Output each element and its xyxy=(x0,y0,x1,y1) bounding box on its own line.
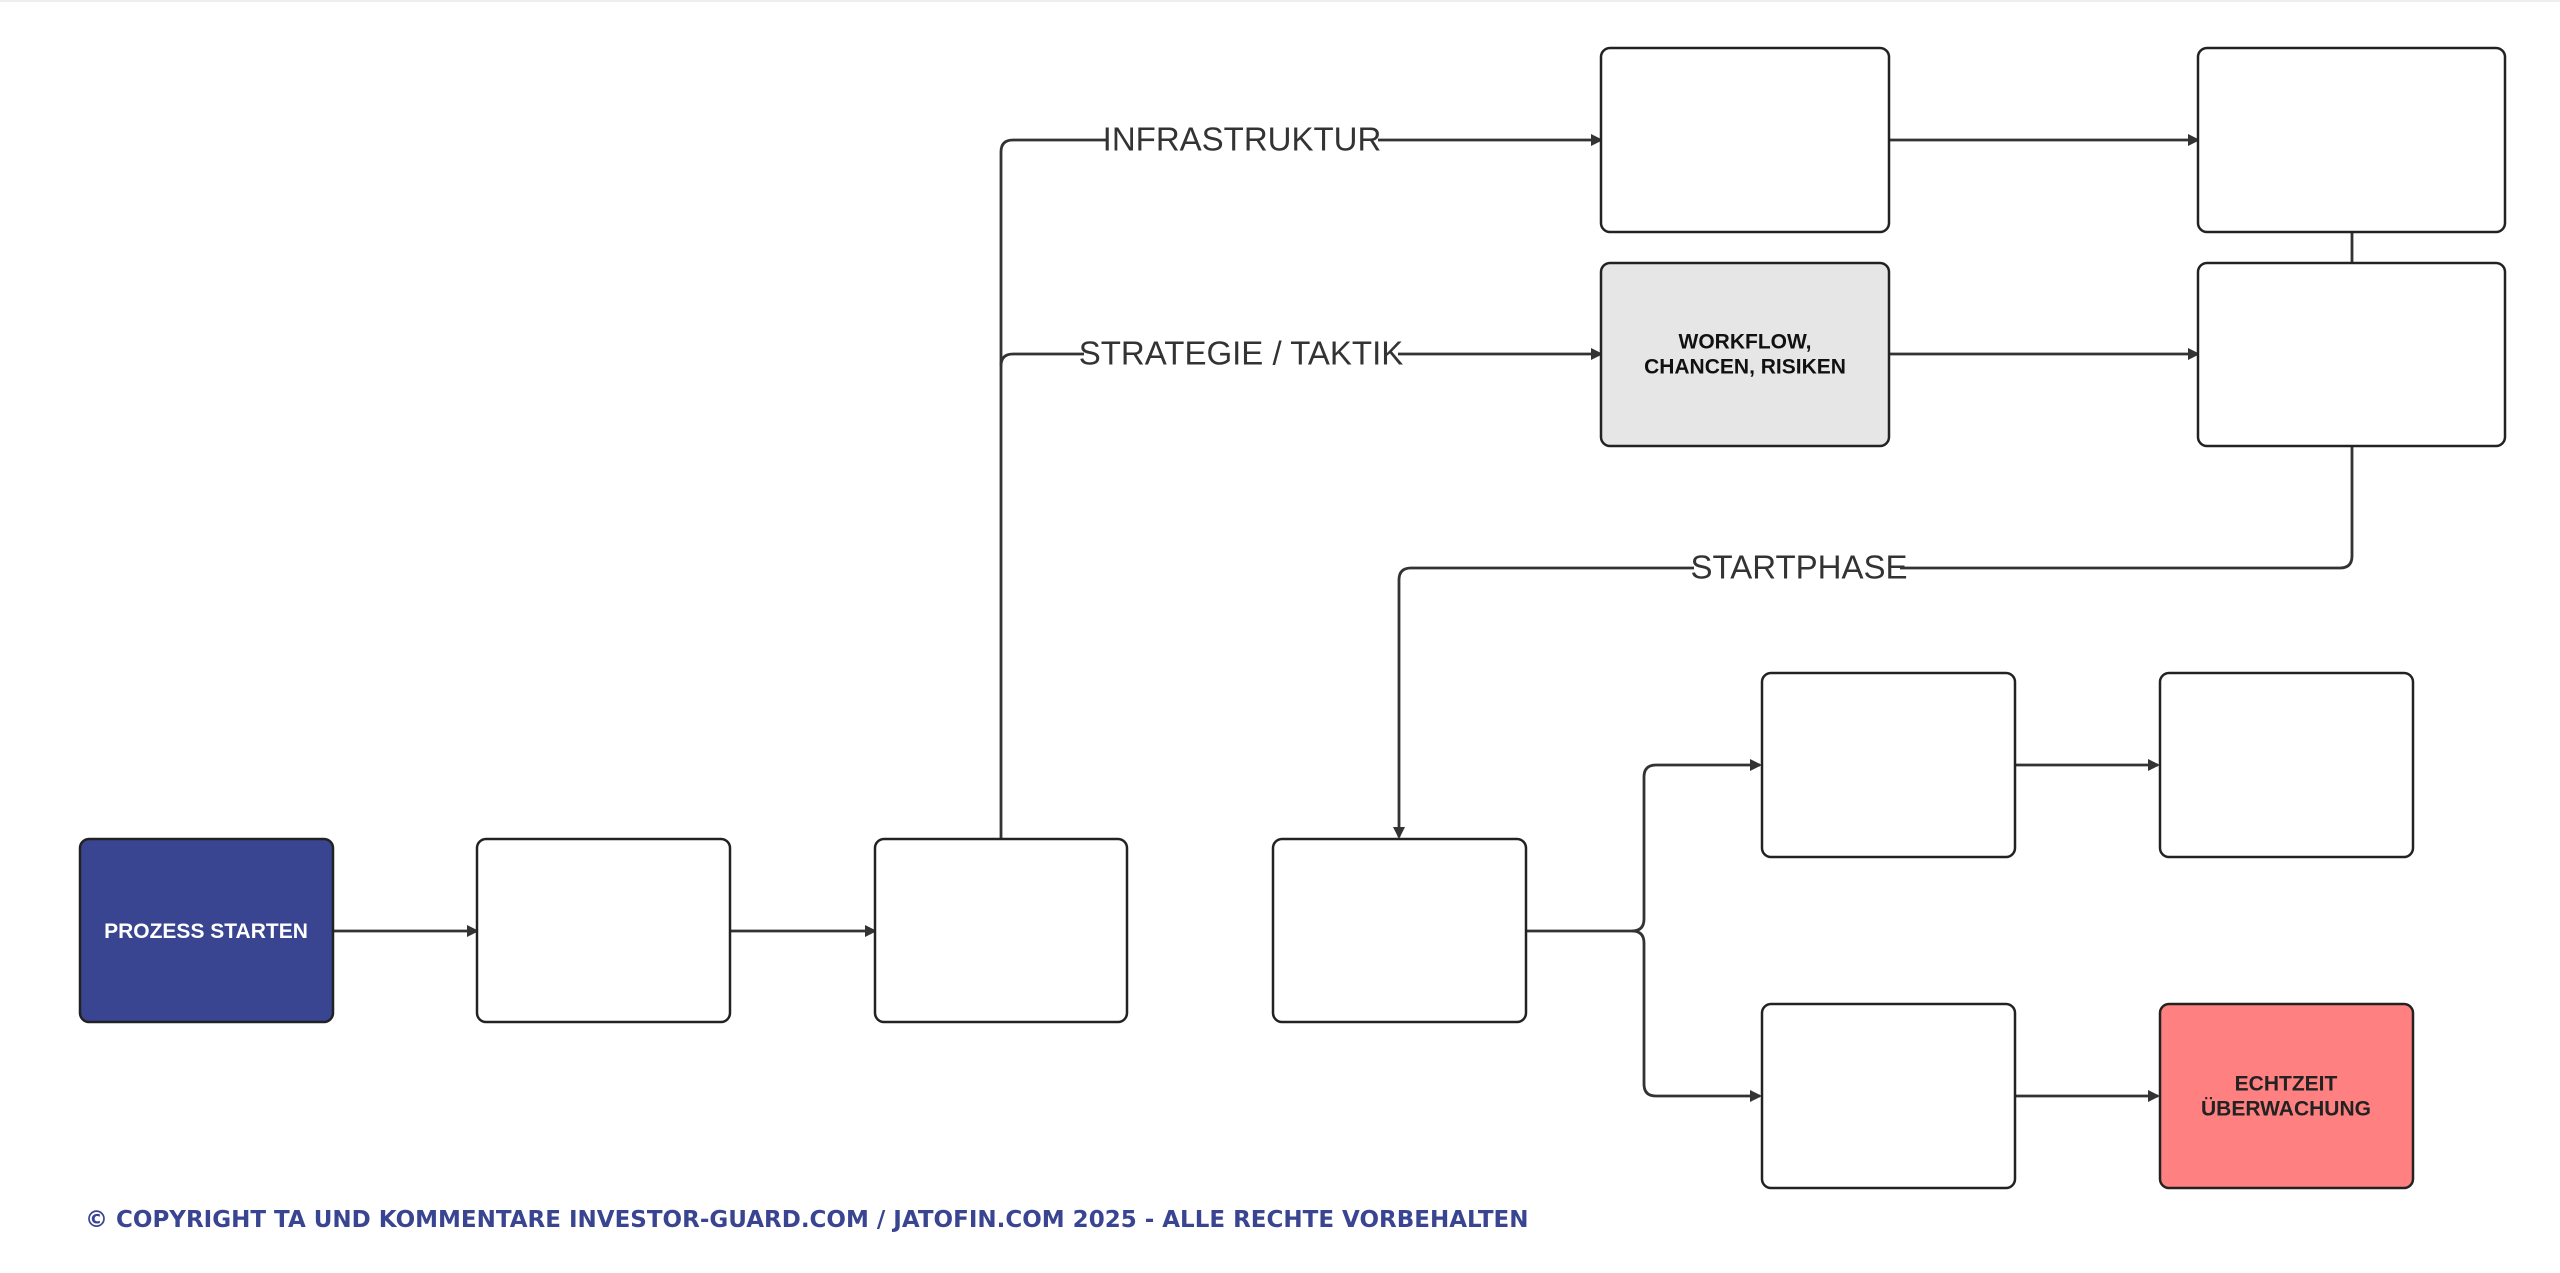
node-start[interactable]: PROZESS STARTEN xyxy=(78,837,335,1024)
edge-label-infrastructure: INFRASTRUKTUR xyxy=(1103,118,1382,162)
node-infra-1[interactable] xyxy=(1599,46,1891,234)
node-phase-lower-1[interactable] xyxy=(1760,1002,2017,1190)
top-border xyxy=(0,0,2560,2)
strategy-1-label-line: CHANCEN, RISIKEN xyxy=(1644,356,1846,379)
node-phase-upper-1[interactable] xyxy=(1760,671,2017,859)
copyright-footer: © COPYRIGHT TA UND KOMMENTARE INVESTOR-G… xyxy=(85,1207,1529,1233)
node-strategy-1-label: WORKFLOW,CHANCEN, RISIKEN xyxy=(1644,331,1846,379)
node-infra-2[interactable] xyxy=(2196,46,2507,234)
connector-phase-1-to-split xyxy=(1526,759,1762,933)
strategy-1-label-line: WORKFLOW, xyxy=(1679,331,1812,354)
node-step-3[interactable] xyxy=(873,837,1129,1024)
node-phase-1[interactable] xyxy=(1271,837,1528,1024)
monitoring-label-line: ECHTZEIT xyxy=(2235,1073,2338,1096)
connector-trunk-to-strategy-1 xyxy=(999,348,1603,367)
node-strategy-2[interactable] xyxy=(2196,261,2507,448)
edge-label-infrastructure-text: INFRASTRUKTUR xyxy=(1103,121,1382,158)
monitoring-label-line: ÜBERWACHUNG xyxy=(2201,1098,2371,1121)
start-label-line: PROZESS STARTEN xyxy=(104,920,308,943)
edge-label-startphase-text: STARTPHASE xyxy=(1691,549,1908,586)
edge-label-strategy: STRATEGIE / TAKTIK xyxy=(1079,332,1404,376)
edge-label-strategy-text: STRATEGIE / TAKTIK xyxy=(1079,335,1404,372)
connector-split-to-phase-lower-1 xyxy=(1631,929,1762,1102)
node-strategy-1[interactable]: WORKFLOW,CHANCEN, RISIKEN xyxy=(1599,261,1891,448)
node-step-2[interactable] xyxy=(475,837,732,1024)
edge-label-startphase: STARTPHASE xyxy=(1691,546,1908,590)
connector-step-3-to-infra-1 xyxy=(999,134,1603,839)
node-phase-upper-2[interactable] xyxy=(2158,671,2415,859)
node-start-label: PROZESS STARTEN xyxy=(104,920,308,943)
